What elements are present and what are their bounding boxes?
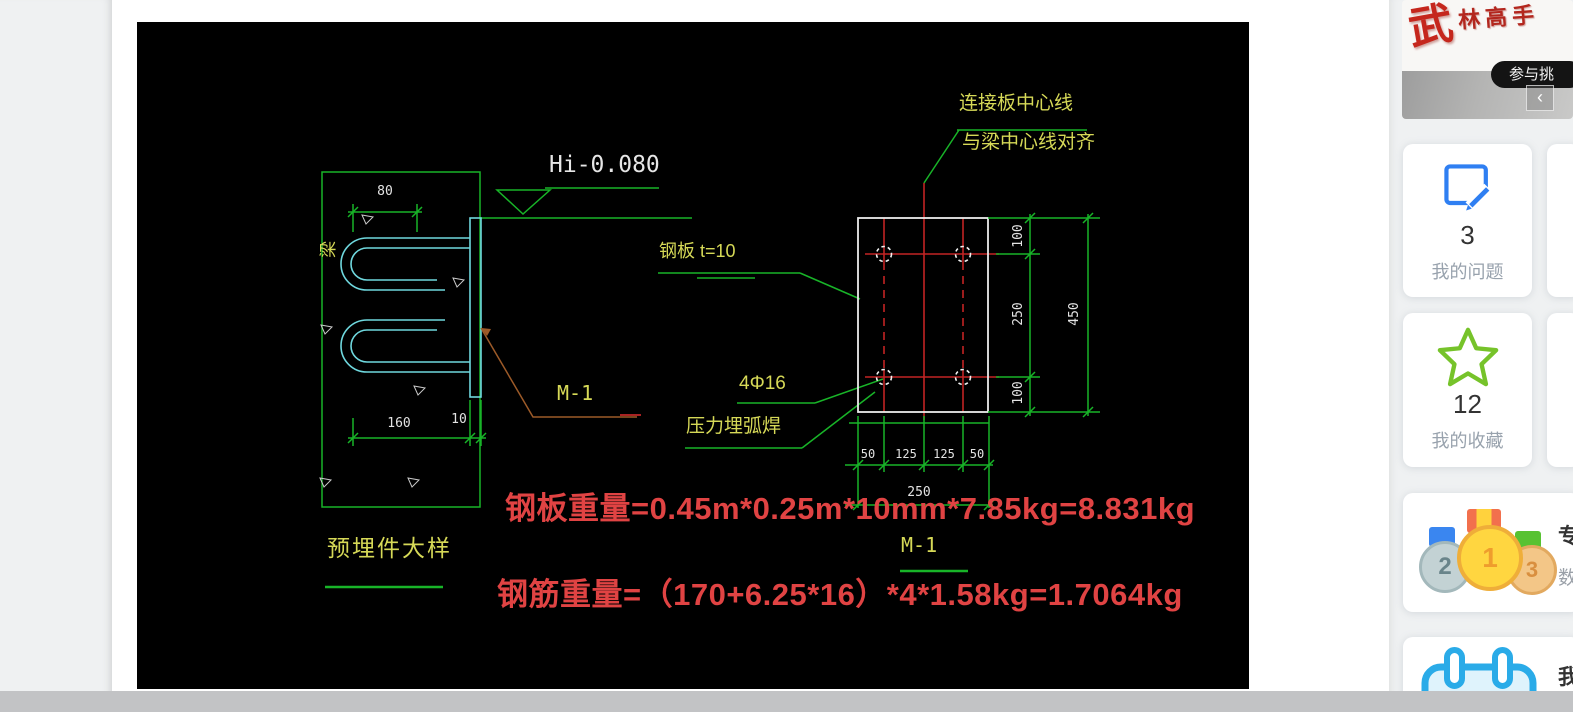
expert-rank-row[interactable]: 2 3 1 专 数 bbox=[1403, 493, 1573, 612]
dim-125-left: 125 bbox=[895, 447, 917, 461]
concrete-hatch bbox=[319, 214, 466, 488]
banner-title-rest: 林高手 bbox=[1457, 2, 1540, 33]
medal-2: 2 bbox=[1438, 553, 1452, 580]
dim-80: 80 bbox=[377, 184, 393, 199]
my-favorites-label: 我的收藏 bbox=[1431, 431, 1504, 451]
my-favorites-card[interactable]: 12 我的收藏 bbox=[1403, 313, 1532, 467]
dim-250: 250 bbox=[1011, 302, 1026, 326]
expert-rank-title: 专 bbox=[1558, 525, 1573, 548]
beam-label: 梁 bbox=[319, 240, 339, 258]
carousel-prev-button[interactable]: ‹ bbox=[1526, 85, 1554, 111]
dim-450: 450 bbox=[1067, 302, 1082, 326]
mark-m1-plan: M-1 bbox=[901, 533, 938, 557]
callout-leaders bbox=[658, 272, 884, 449]
banner-action-button[interactable]: 参与挑 bbox=[1491, 61, 1573, 88]
dim-10: 10 bbox=[451, 412, 467, 427]
dim-160: 160 bbox=[387, 416, 411, 431]
bottom-scrollbar[interactable] bbox=[0, 691, 1573, 712]
mark-m1-section: M-1 bbox=[557, 381, 594, 405]
left-gutter bbox=[0, 0, 112, 712]
embedded-plate-edge bbox=[469, 217, 482, 398]
my-questions-count: 3 bbox=[1460, 220, 1475, 250]
plan-note-1: 连接板中心线 bbox=[959, 93, 1074, 114]
my-questions-label: 我的问题 bbox=[1431, 262, 1504, 282]
clipped-card-top[interactable] bbox=[1547, 144, 1573, 297]
daily-row-title: 我 bbox=[1558, 666, 1573, 689]
clipped-card-bottom[interactable] bbox=[1547, 313, 1573, 467]
dim-250-total: 250 bbox=[907, 485, 931, 500]
medal-3: 3 bbox=[1525, 557, 1539, 582]
elevation-label: Hi-0.080 bbox=[549, 152, 660, 178]
m1-leader bbox=[480, 327, 637, 418]
promo-banner[interactable]: 武 林高手 参与挑 ‹ bbox=[1402, 0, 1573, 119]
callout-weld: 压力埋弧焊 bbox=[686, 416, 782, 437]
dim-50-right: 50 bbox=[969, 447, 985, 461]
plan-note-2: 与梁中心线对齐 bbox=[962, 132, 1096, 153]
my-questions-card[interactable]: 3 我的问题 bbox=[1403, 144, 1532, 297]
beam-outline bbox=[321, 171, 481, 508]
section-view bbox=[321, 171, 692, 589]
expert-rank-subtitle: 数 bbox=[1558, 568, 1573, 589]
dim-100-top: 100 bbox=[1011, 224, 1026, 248]
rebar-hooks bbox=[340, 217, 482, 398]
star-icon bbox=[1437, 327, 1498, 387]
weight-note-plate: 钢板重量=0.45m*0.25m*10mm*7.85kg=8.831kg bbox=[505, 491, 1196, 526]
cad-linework bbox=[319, 129, 1100, 589]
cad-drawing-image[interactable]: 梁 80 Hi-0.080 160 10 M-1 预埋件大样 钢板 t=10 4… bbox=[137, 22, 1249, 689]
edit-note-icon bbox=[1443, 164, 1493, 212]
banner-title-char: 武 bbox=[1404, 0, 1457, 55]
section-title: 预埋件大样 bbox=[327, 535, 452, 561]
plate-outline bbox=[857, 217, 989, 413]
elevation-triangle-icon bbox=[495, 189, 552, 216]
my-favorites-count: 12 bbox=[1453, 389, 1482, 419]
dim-125-right: 125 bbox=[933, 447, 955, 461]
callout-plate: 钢板 t=10 bbox=[659, 241, 736, 261]
weight-note-rebar: 钢筋重量=（170+6.25*16）*4*1.58kg=1.7064kg bbox=[497, 577, 1183, 612]
medals-icon: 2 3 1 bbox=[1417, 509, 1557, 599]
medal-1: 1 bbox=[1482, 542, 1498, 573]
callout-rebar: 4Φ16 bbox=[739, 373, 786, 394]
anchor-holes bbox=[875, 245, 972, 386]
dim-50-left: 50 bbox=[860, 447, 876, 461]
plan-view bbox=[845, 129, 1100, 573]
dim-100-bottom: 100 bbox=[1011, 381, 1026, 405]
